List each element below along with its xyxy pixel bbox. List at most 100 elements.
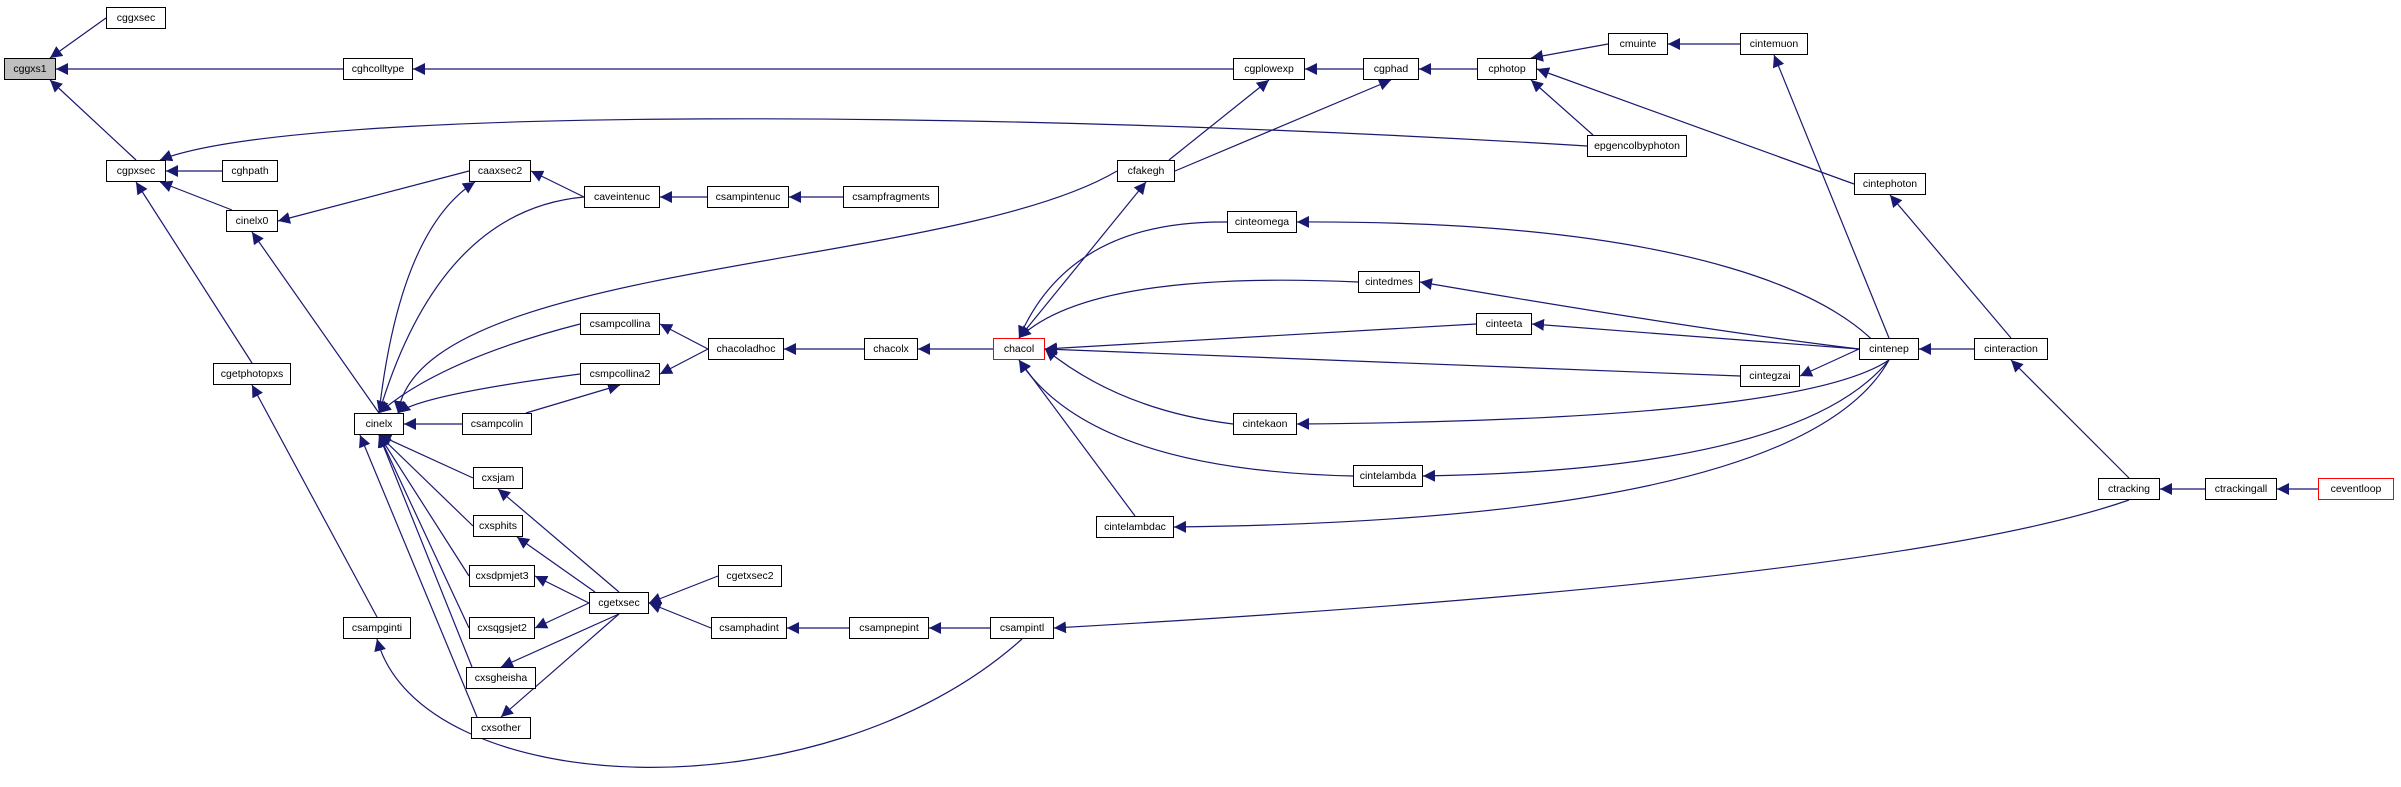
edge-cgetxsec-to-cxsdpmjet3 — [534, 575, 590, 604]
node-csmpcollina2[interactable]: csmpcollina2 — [580, 363, 660, 385]
edge-cintenep-to-cintegzai — [1799, 348, 1860, 377]
node-cintegzai[interactable]: cintegzai — [1740, 365, 1800, 387]
edge-caveintenuc-to-caaxsec2 — [530, 170, 585, 198]
node-cgetxsec[interactable]: cgetxsec — [589, 592, 649, 614]
edge-cinelx-to-caaxsec2 — [378, 181, 476, 414]
node-cghcolltype[interactable]: cghcolltype — [343, 58, 413, 80]
edge-cgetxsec-to-cxsphits — [516, 536, 596, 593]
node-cinelx0[interactable]: cinelx0 — [226, 210, 278, 232]
node-csampcolin[interactable]: csampcolin — [462, 413, 532, 435]
edge-csampcollina-to-cinelx — [378, 323, 581, 414]
node-cxsqgsjet2[interactable]: cxsqgsjet2 — [469, 617, 535, 639]
node-cintemuon[interactable]: cintemuon — [1740, 33, 1808, 55]
node-cintenep[interactable]: cintenep — [1859, 338, 1919, 360]
node-csampcollina[interactable]: csampcollina — [580, 313, 660, 335]
edge-cfakegh-to-cinelx — [393, 170, 1118, 414]
node-csamphadint[interactable]: csamphadint — [711, 617, 787, 639]
node-csampintenuc[interactable]: csampintenuc — [707, 186, 789, 208]
edge-cgetxsec-to-cxsother — [500, 613, 620, 718]
node-csampintl[interactable]: csampintl — [990, 617, 1054, 639]
edge-csampintl-to-csampginti — [374, 638, 1023, 768]
edge-csampginti-to-cgetphotopxs — [251, 384, 378, 618]
edge-cgetxsec-to-cxsqgsjet2 — [534, 602, 590, 629]
node-cinteeta[interactable]: cinteeta — [1476, 313, 1532, 335]
edge-cintenep-to-cintelambda — [1422, 359, 1890, 482]
node-cxsphits[interactable]: cxsphits — [473, 515, 523, 537]
edge-cinelx-to-cinelx0 — [251, 231, 380, 414]
node-cxsother[interactable]: cxsother — [471, 717, 531, 739]
edge-cxsphits-to-cinelx — [378, 434, 474, 527]
edge-cxsjam-to-cinelx — [378, 434, 474, 479]
node-cmuinte[interactable]: cmuinte — [1608, 33, 1668, 55]
edge-cinteraction-to-cintephoton — [1889, 194, 2012, 339]
node-chacoladhoc[interactable]: chacoladhoc — [708, 338, 784, 360]
edge-cfakegh-to-cgplowexp — [1168, 79, 1270, 161]
edge-cintephoton-to-cphotop — [1536, 67, 1855, 185]
node-cxsdpmjet3[interactable]: cxsdpmjet3 — [469, 565, 535, 587]
edge-chacol-to-cfakegh — [1018, 181, 1147, 339]
node-cgetxsec2[interactable]: cgetxsec2 — [718, 565, 782, 587]
edge-csmpcollina2-to-cinelx — [397, 373, 581, 414]
edge-ctracking-to-csampintl — [1053, 499, 2130, 634]
node-cintelambda[interactable]: cintelambda — [1353, 465, 1423, 487]
node-caaxsec2[interactable]: caaxsec2 — [469, 160, 531, 182]
edge-cxsother-to-cinelx — [359, 434, 478, 718]
edge-cintelambdac-to-chacol — [1018, 359, 1136, 517]
edge-cgetxsec-to-cxsgheisha — [500, 613, 620, 668]
node-ceventloop[interactable]: ceventloop — [2318, 478, 2394, 500]
edge-cintenep-to-cintekaon — [1296, 359, 1890, 430]
edge-cgxsec-to-cggxs1 — [49, 17, 107, 59]
node-cinteomega[interactable]: cinteomega — [1227, 211, 1297, 233]
node-cgplowexp[interactable]: cgplowexp — [1233, 58, 1305, 80]
edge-cintekaon-to-chacol — [1044, 348, 1234, 425]
node-cxsjam[interactable]: cxsjam — [473, 467, 523, 489]
node-csampfragments[interactable]: csampfragments — [843, 186, 939, 208]
node-csampnepint[interactable]: csampnepint — [849, 617, 929, 639]
edge-cinelx0-to-cgpxsec — [159, 180, 233, 211]
node-chacolx[interactable]: chacolx — [864, 338, 918, 360]
edge-csamphadint-to-cgetxsec — [648, 601, 712, 629]
edge-chacoladhoc-to-csmpcollina2 — [659, 348, 709, 375]
node-cgetphotopxs[interactable]: cgetphotopxs — [213, 363, 291, 385]
node-cinelx[interactable]: cinelx — [354, 413, 404, 435]
edge-chacoladhoc-to-csampcollina — [659, 323, 709, 350]
edge-cintenep-to-cinteeta — [1531, 318, 1860, 350]
node-cgpxsec[interactable]: cgpxsec — [106, 160, 166, 182]
node-csampginti[interactable]: csampginti — [343, 617, 411, 639]
edge-cintelambda-to-chacol — [1018, 359, 1354, 477]
node-cxsgheisha[interactable]: cxsgheisha — [466, 667, 536, 689]
node-cgphad[interactable]: cgphad — [1363, 58, 1419, 80]
node-ctracking[interactable]: ctracking — [2098, 478, 2160, 500]
edge-cintenep-to-cintelambdac — [1173, 359, 1890, 533]
node-cintedmes[interactable]: cintedmes — [1358, 271, 1420, 293]
node-cintephoton[interactable]: cintephoton — [1854, 173, 1926, 195]
edge-caaxsec2-to-cinelx0 — [277, 170, 470, 224]
edge-cintenep-to-cinteomega — [1296, 215, 1890, 361]
node-cintekaon[interactable]: cintekaon — [1233, 413, 1297, 435]
edge-cgetxsec-to-cxsjam — [497, 488, 620, 593]
edge-cintenep-to-cintemuon — [1772, 54, 1890, 339]
node-caveintenuc[interactable]: caveintenuc — [584, 186, 660, 208]
node-cfakegh[interactable]: cfakegh — [1117, 160, 1175, 182]
node-cintelambdac[interactable]: cintelambdac — [1096, 516, 1174, 538]
edge-cgetphotopxs-to-cgpxsec — [135, 181, 253, 364]
node-chacol[interactable]: chacol — [993, 338, 1045, 360]
edge-cinteomega-to-chacol — [1018, 221, 1228, 339]
edge-csampcolin-to-csmpcollina2 — [525, 382, 621, 414]
edge-cgpxsec-to-cggxs1 — [49, 79, 137, 161]
node-cghpath[interactable]: cghpath — [222, 160, 278, 182]
edge-cxsdpmjet3-to-cinelx — [378, 434, 470, 577]
edge-cintegzai-to-chacol — [1044, 343, 1741, 377]
node-epgencolbyphoton[interactable]: epgencolbyphoton — [1587, 135, 1687, 157]
edge-ctracking-to-cinteraction — [2010, 359, 2130, 479]
edge-cxsgheisha-to-cinelx — [377, 434, 473, 668]
node-cgxsec[interactable]: cggxsec — [106, 7, 166, 29]
node-cphotop[interactable]: cphotop — [1477, 58, 1537, 80]
edge-epgencolbyphoton-to-cgpxsec — [159, 118, 1588, 162]
node-ctrackingall[interactable]: ctrackingall — [2205, 478, 2277, 500]
edge-cgetxsec2-to-cgetxsec — [648, 575, 719, 605]
node-cggxs1[interactable]: cggxs1 — [4, 58, 56, 80]
edge-cfakegh-to-cgphad — [1174, 79, 1392, 172]
node-cinteraction[interactable]: cinteraction — [1974, 338, 2048, 360]
